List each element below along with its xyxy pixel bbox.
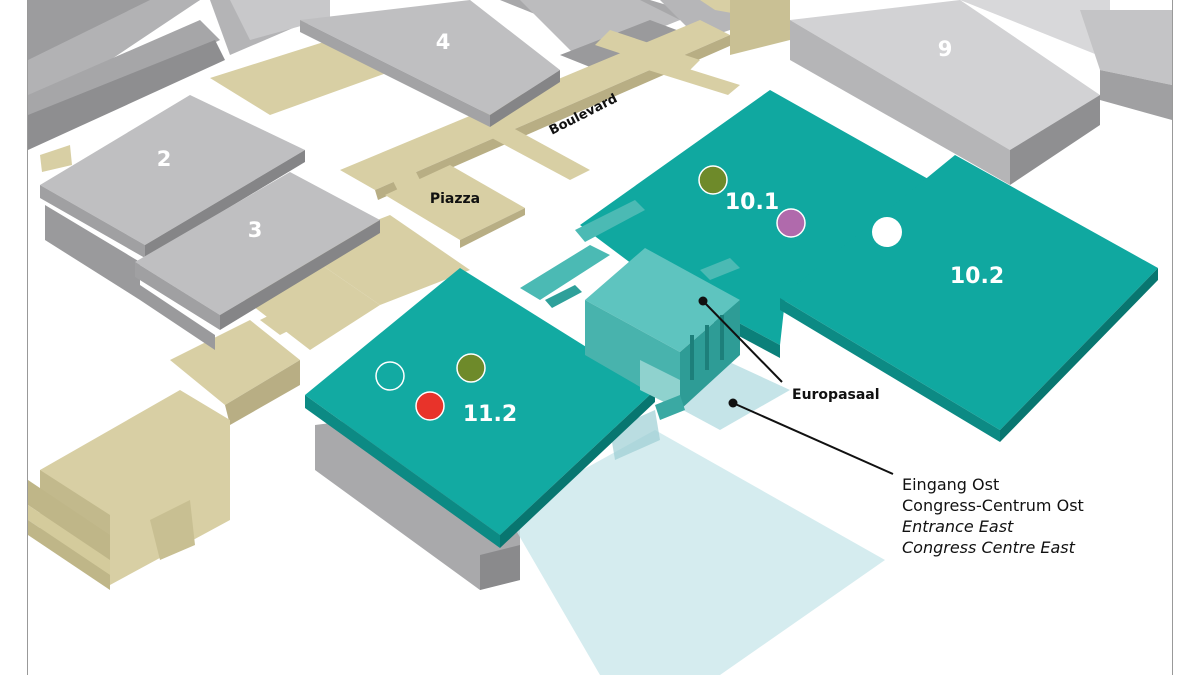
callout-lines xyxy=(698,296,894,475)
hall-3-label: 3 xyxy=(248,218,263,242)
europasaal-label: Europasaal xyxy=(792,387,880,403)
hall-10-2-label: 10.2 xyxy=(950,264,1004,289)
hall-4-label: 4 xyxy=(436,30,451,54)
frame-edge-right xyxy=(1172,0,1173,675)
entrance-east-text: Entrance East xyxy=(902,517,1014,536)
background-buildings xyxy=(28,0,1172,150)
marker-red-11-2[interactable] xyxy=(415,391,445,421)
hall-11-2-label: 11.2 xyxy=(463,402,517,427)
piazza-label: Piazza xyxy=(430,191,480,207)
hall-markers xyxy=(375,165,902,421)
marker-outline-11-2[interactable] xyxy=(375,361,405,391)
marker-olive-11-2[interactable] xyxy=(456,353,486,383)
eingang-ost-text: Eingang Ost xyxy=(902,475,1000,494)
hall-2-label: 2 xyxy=(157,147,172,171)
entrance-point xyxy=(728,398,738,408)
marker-olive-10-1[interactable] xyxy=(698,165,728,195)
europasaal-leader-line xyxy=(702,300,783,383)
congress-centrum-ost-text: Congress-Centrum Ost xyxy=(902,496,1084,515)
walkways xyxy=(28,0,790,590)
frame-edge-left xyxy=(27,0,28,675)
hall-9-label: 9 xyxy=(938,37,953,61)
congress-centre-east-text: Congress Centre East xyxy=(902,538,1075,557)
grey-halls xyxy=(40,0,1100,590)
hall-10-1-label: 10.1 xyxy=(725,190,779,215)
entrance-leader-line xyxy=(732,402,894,475)
entrance-east-callout: Eingang Ost Congress-Centrum Ost Entranc… xyxy=(902,474,1084,558)
marker-purple-10-1[interactable] xyxy=(776,208,806,238)
glass-entrance-walkway xyxy=(510,360,885,675)
marker-white-10-2[interactable] xyxy=(872,217,902,247)
europasaal-point xyxy=(698,296,708,306)
